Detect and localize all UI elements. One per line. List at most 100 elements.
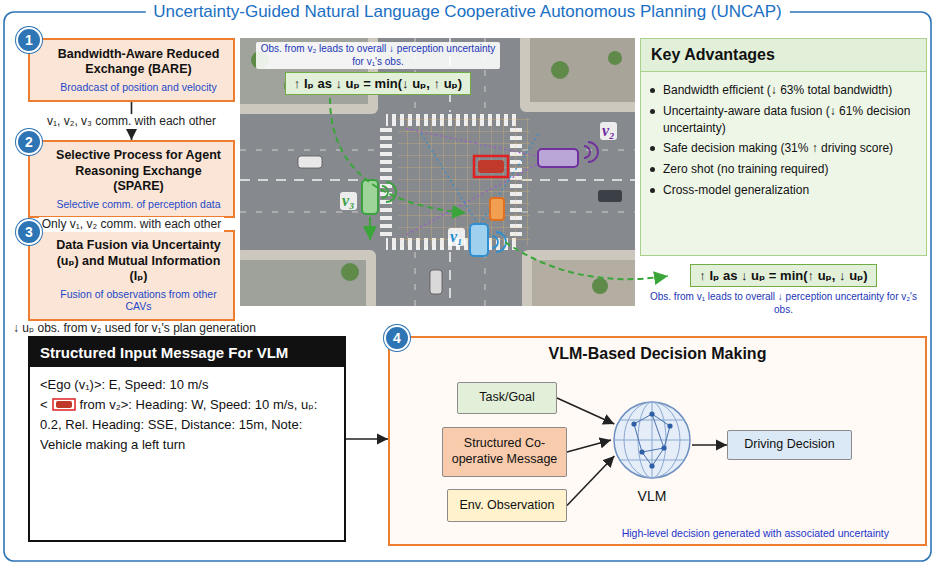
module-box: VLM-Based Decision MakingHigh-level deci… bbox=[388, 336, 927, 546]
car bbox=[430, 270, 442, 294]
car bbox=[598, 190, 622, 202]
car bbox=[298, 156, 322, 168]
observed-car bbox=[478, 160, 504, 173]
fusion-arrow bbox=[330, 98, 466, 213]
bullet-text: Uncertainty-aware data fusion (↓ 61% dec… bbox=[663, 104, 910, 135]
network-links bbox=[634, 414, 670, 466]
panel-fill bbox=[390, 338, 925, 544]
intersection-photo bbox=[240, 38, 635, 306]
network-dot bbox=[631, 421, 636, 426]
sidewalk bbox=[520, 38, 635, 112]
heading-arrow bbox=[369, 217, 371, 240]
box-label: Driving Decision bbox=[744, 437, 834, 453]
bullet-item: Uncertainty-aware data fusion (↓ 61% dec… bbox=[641, 103, 922, 137]
formula-row: ↑ Iₚ as ↓ uₚ = min(↑ uₚ, ↓ uₚ) bbox=[640, 261, 927, 290]
module-caption: High-level decision generated with assoc… bbox=[622, 527, 889, 539]
message-text: < bbox=[40, 397, 48, 412]
tree bbox=[551, 61, 569, 79]
bullet-text: Cross-model generalization bbox=[663, 183, 809, 197]
bullet-text: Bandwidth efficient (↓ 63% total bandwid… bbox=[663, 83, 892, 97]
input-box: Driving Decision bbox=[727, 430, 852, 460]
process-box: Selective Process for Agent Reasoning Ex… bbox=[28, 140, 235, 218]
lane-marking bbox=[240, 38, 635, 306]
connector-arrow bbox=[557, 398, 614, 424]
formula-box: ↑ Iₚ as ↓ uₚ = min(↓ uₚ, ↑ uₚ) bbox=[285, 72, 471, 95]
tree bbox=[608, 51, 622, 65]
sidewalk bbox=[240, 250, 376, 306]
step-number: 2 bbox=[16, 129, 42, 155]
building bbox=[532, 260, 635, 306]
highlight-box bbox=[474, 156, 508, 177]
globe-outline bbox=[614, 402, 690, 478]
bullet-text: Safe decision making (31% ↑ driving scor… bbox=[663, 141, 893, 155]
vehicle-label: v₁ bbox=[448, 228, 465, 246]
box-label: Task/Goal bbox=[479, 390, 535, 406]
globe-parallel bbox=[614, 402, 690, 478]
message-box: Structured Input Message For VLM<Ego (v₁… bbox=[28, 336, 346, 542]
formula-box: ↑ Iₚ as ↓ uₚ = min(↑ uₚ, ↓ uₚ) bbox=[690, 264, 876, 287]
connector-arrow bbox=[567, 440, 611, 452]
edge-label: v₁, v₂, v₃ comm. with each other bbox=[44, 114, 219, 129]
lane-marking bbox=[240, 38, 635, 306]
vehicle-v1 bbox=[470, 224, 488, 256]
step-number: 1 bbox=[16, 27, 42, 53]
connector-arrow bbox=[346, 438, 388, 440]
bullet-item: Zero shot (no training required) bbox=[641, 161, 922, 178]
car bbox=[490, 198, 504, 220]
highlight-box bbox=[53, 399, 75, 410]
callout-caption: Obs. from v₁ leads to overall ↓ percepti… bbox=[640, 290, 927, 317]
input-box: Env. Observation bbox=[447, 489, 567, 522]
perception-ray bbox=[404, 128, 545, 236]
model-node: VLM bbox=[612, 400, 692, 504]
building bbox=[240, 260, 366, 306]
diagram-title: Uncertainty-Guided Natural Language Coop… bbox=[145, 2, 789, 22]
tree bbox=[592, 278, 608, 294]
trees bbox=[251, 51, 622, 294]
callout-number: 1 bbox=[25, 32, 33, 48]
step-number: 4 bbox=[384, 325, 410, 351]
message-body: <Ego (v₁)>: E, Speed: 10 m/s <from v₂>: H… bbox=[30, 367, 344, 464]
box-title: Data Fusion via Uncertainty (uₚ) and Mut… bbox=[52, 238, 225, 285]
connector-arrow bbox=[692, 444, 727, 446]
step-number: 3 bbox=[16, 219, 42, 245]
box-title: Bandwidth-Aware Reduced Exchange (BARE) bbox=[52, 47, 225, 78]
network-dot bbox=[649, 411, 654, 416]
connector-arrow bbox=[567, 456, 614, 506]
process-box: Bandwidth-Aware Reduced Exchange (BARE) B… bbox=[28, 38, 235, 102]
box-subtitle: Broadcast of position and velocity bbox=[52, 81, 225, 94]
callout-number: 3 bbox=[25, 224, 33, 240]
edge-label: Only v₁, v₂ comm. with each other bbox=[39, 217, 224, 232]
message-text: from v₂>: Heading: W, Speed: 10 m/s, uₚ:… bbox=[40, 397, 317, 452]
module-title: VLM-Based Decision Making bbox=[390, 338, 925, 363]
vehicle-label: v₂ bbox=[600, 122, 617, 140]
vlm-globe bbox=[612, 400, 692, 480]
network-dot bbox=[667, 423, 672, 428]
building bbox=[530, 38, 635, 102]
signal-icon bbox=[492, 232, 506, 252]
message-line: <Ego (v₁)>: E, Speed: 10 m/s bbox=[40, 375, 334, 395]
network-dot bbox=[661, 445, 666, 450]
callout-number: 4 bbox=[393, 330, 401, 346]
bullet-dot bbox=[650, 146, 655, 151]
bullet-dot bbox=[650, 109, 655, 114]
box-label: Env. Observation bbox=[460, 498, 555, 514]
vehicle-v2 bbox=[538, 149, 578, 167]
model-label: VLM bbox=[612, 488, 692, 504]
callout-caption: Obs. from v₂ leads to overall ↓ percepti… bbox=[256, 42, 500, 69]
box-subtitle: Selective comm. of perception data bbox=[52, 198, 225, 211]
box-label: Structured Co-operative Message bbox=[449, 436, 560, 467]
network-dot bbox=[639, 449, 644, 454]
input-box: Task/Goal bbox=[457, 382, 557, 414]
bullet-item: Bandwidth efficient (↓ 63% total bandwid… bbox=[641, 82, 922, 99]
input-box: Structured Co-operative Message bbox=[442, 427, 567, 477]
callout-number: 2 bbox=[25, 134, 33, 150]
box-subtitle: Fusion of observations from other CAVs bbox=[52, 288, 225, 313]
outer-frame bbox=[4, 12, 931, 561]
vehicle-label: v₃ bbox=[340, 192, 357, 210]
bullet-list: Bandwidth efficient (↓ 63% total bandwid… bbox=[641, 72, 926, 209]
box-title: Selective Process for Agent Reasoning Ex… bbox=[52, 148, 225, 195]
tree bbox=[341, 263, 359, 281]
message-header: Structured Input Message For VLM bbox=[30, 338, 344, 367]
network-dot bbox=[649, 463, 654, 468]
